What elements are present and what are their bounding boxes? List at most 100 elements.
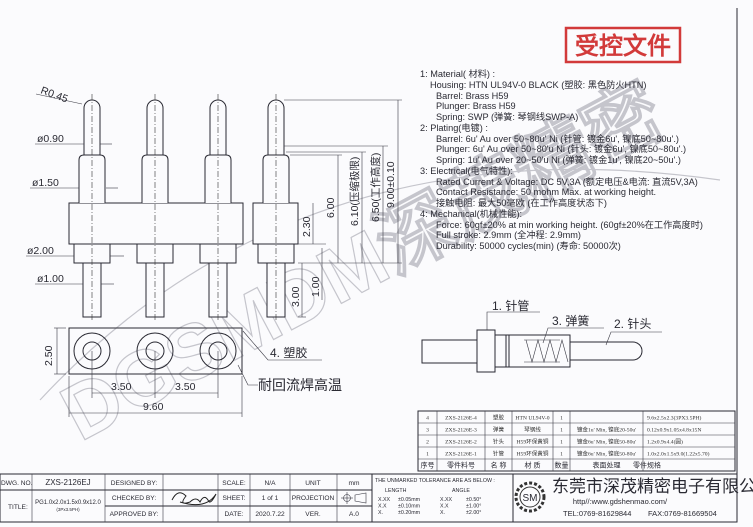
table-header-cell: 序号 — [421, 461, 435, 470]
dwg-no-value: ZXS-2126EJ — [45, 478, 90, 487]
height-tail-label: 3.00 — [290, 286, 302, 307]
ver-label: VER. — [305, 511, 321, 518]
housing-body — [68, 202, 244, 245]
table-cell: 塑胶 — [493, 414, 505, 422]
dwg-no-label: DWG. NO. — [1, 480, 33, 487]
table-cell: 1 — [560, 440, 563, 446]
table-cell: 镀金1u' Min, 镍底20-50u' — [577, 426, 636, 434]
table-cell: 1 — [426, 452, 429, 458]
spec-line: Spring: 1u' Au over 20~50'u Ni (弹簧: 镀金1u… — [436, 154, 681, 165]
company-tel: TEL:0769-81629844 — [563, 509, 631, 518]
table-cell: 镀金6u' Min, 镍底50-80u' — [577, 450, 636, 458]
tolerance-angle: ±2.00° — [466, 510, 481, 516]
spring-callout: 3. 弹簧 — [552, 313, 589, 328]
table-cell: 1 — [560, 428, 563, 434]
spec-line: 2: Plating(电镀) : — [420, 122, 488, 133]
table-cell: ZXS-2126E-2 — [445, 440, 477, 446]
bottom-view: 2.50 3.50 3.50 9.60 4. 塑胶 耐回流焊高温 — [43, 327, 342, 417]
spec-line: Durability: 50000 cycles(min) (寿命: 50000… — [436, 240, 621, 251]
date-label: DATE: — [225, 511, 244, 518]
front-view — [68, 94, 299, 322]
tolerance-angle: ±1.00° — [466, 504, 481, 510]
spring-coil — [525, 338, 569, 364]
tolerance-length-label: LENGTH — [385, 488, 407, 494]
table-header-cell: 数量 — [555, 461, 569, 470]
spec-line: Spring: SWP (弹簧: 琴钢线SWP-A) — [436, 111, 578, 122]
table-header-cell: 零件料号 — [447, 461, 475, 470]
checked-by-label: CHECKED BY: — [112, 495, 157, 502]
tolerance-fmt: X. — [378, 510, 383, 516]
spec-line: Full stroke: 2.9mm (全冲程: 2.9mm) — [436, 229, 581, 240]
tolerance-fmt: X.X — [378, 504, 387, 510]
table-header-cell: 材 质 — [525, 461, 541, 470]
pin-3 — [199, 94, 237, 322]
housing-callout: 4. 塑胶 — [270, 345, 307, 360]
diameter-tail-label: ø1.00 — [37, 273, 64, 285]
tolerance-length: ±0.10mm — [398, 504, 421, 510]
plunger-callout: 2. 针头 — [614, 316, 651, 331]
unit-value: mm — [349, 480, 360, 487]
pin-2 — [136, 94, 174, 322]
company-logo: SM — [514, 481, 546, 513]
tolerance-angle: ±0.50° — [466, 497, 481, 503]
table-cell: 镀金6u' Min, 镍底50-80u' — [577, 438, 636, 446]
sheet-value: 1 of 1 — [262, 495, 279, 502]
scale-value: N/A — [265, 480, 277, 487]
assembly-side-view: 1. 针管 3. 弹簧 2. 针头 — [421, 298, 662, 373]
ver-value: A.0 — [349, 511, 359, 518]
spec-line: Plunger: 6u' Au over 50~80'u Ni (针头: 镀金6… — [436, 143, 686, 154]
approved-by-label: APPROVED BY: — [110, 511, 159, 518]
tolerance-afmt: X.X — [440, 504, 449, 510]
pitch-1-label: 3.50 — [111, 381, 132, 393]
spec-line: Barrel: 6u' Au over 50~80u' Ni (针管: 镀金6u… — [436, 133, 679, 144]
table-cell: 针头 — [493, 438, 505, 446]
table-cell: 1 — [560, 452, 563, 458]
spec-line: 接触电阻: 最大50毫欧 (在工作高度状态下) — [436, 197, 607, 208]
tolerance-angle-label: ANGLE — [452, 488, 470, 494]
spec-line: Barrel: Brass H59 — [436, 91, 509, 101]
projection-label: PROJECTION — [292, 495, 335, 502]
diameter-barrel-label: ø1.50 — [32, 177, 59, 189]
table-cell: 3 — [426, 428, 429, 434]
title-label: TITLE: — [8, 504, 28, 511]
table-cell: H59环保黄铜 — [516, 450, 548, 458]
height-dimensions: 9.00±0.10 6.50(工作高度) 6.10(压缩极限) 6.00 2.3… — [284, 99, 402, 318]
table-cell: 2 — [426, 440, 429, 446]
table-cell: ZXS-2126E-4 — [445, 416, 477, 422]
stamp-text: 受控文件 — [575, 31, 671, 60]
spec-line: 1: Material( 材料) : — [420, 68, 495, 79]
table-cell: ZXS-2126E-1 — [445, 452, 477, 458]
tolerance-title: THE UNMARKED TOLERANCE ARE AS BELOW : — [375, 478, 495, 484]
company-fax: FAX:0769-81669504 — [648, 509, 717, 518]
housing-section — [252, 202, 299, 245]
height-housing-label: 2.30 — [301, 216, 313, 237]
table-cell: 琴钢线 — [524, 426, 541, 434]
tolerance-fmt: X.XX — [378, 497, 391, 503]
pitch-2-label: 3.50 — [175, 381, 196, 393]
spec-line: 3: Electrical(电气特性): — [420, 165, 513, 176]
table-cell: 0.12x0.9x1.05x4.8x15N — [647, 428, 701, 434]
table-cell: 1 — [560, 416, 563, 422]
table-cell: ZXS-2126E-3 — [445, 428, 477, 434]
tolerance-afmt: X. — [440, 510, 445, 516]
table-cell: 弹簧 — [493, 426, 505, 434]
title-value: PG1.0x2.0x1.5x0.9x12.0 — [35, 500, 101, 506]
table-cell: 9.6x2.5x2.3(3PX3.5PH) — [647, 415, 702, 422]
company-name: 东莞市深茂精密电子有限公司 — [552, 477, 753, 496]
tolerance-length: ±0.05mm — [398, 497, 421, 503]
date-value: 2020.7.22 — [255, 511, 285, 518]
company-url: http//:www.gdshenmao.com/ — [573, 497, 668, 506]
barrel-callout: 1. 针管 — [492, 298, 529, 313]
specifications-notes: 1: Material( 材料) :Housing: HTN UL94V-0 B… — [420, 68, 703, 251]
pin-4 — [257, 94, 295, 322]
height-working-label: 6.50(工作高度) — [369, 153, 382, 222]
tolerance-afmt: X.XX — [440, 497, 453, 503]
unit-label: UNIT — [305, 480, 320, 487]
height-barrel-label: 6.00 — [325, 197, 337, 218]
watermark-arc — [39, 168, 721, 401]
controlled-document-stamp: 受控文件 — [564, 26, 682, 64]
spec-line: Rated Current & Voltage: DC 5V,3A (额定电压&… — [436, 176, 698, 187]
designed-by-label: DESIGNED BY: — [111, 480, 158, 487]
sheet-label: SHEET: — [222, 495, 245, 502]
